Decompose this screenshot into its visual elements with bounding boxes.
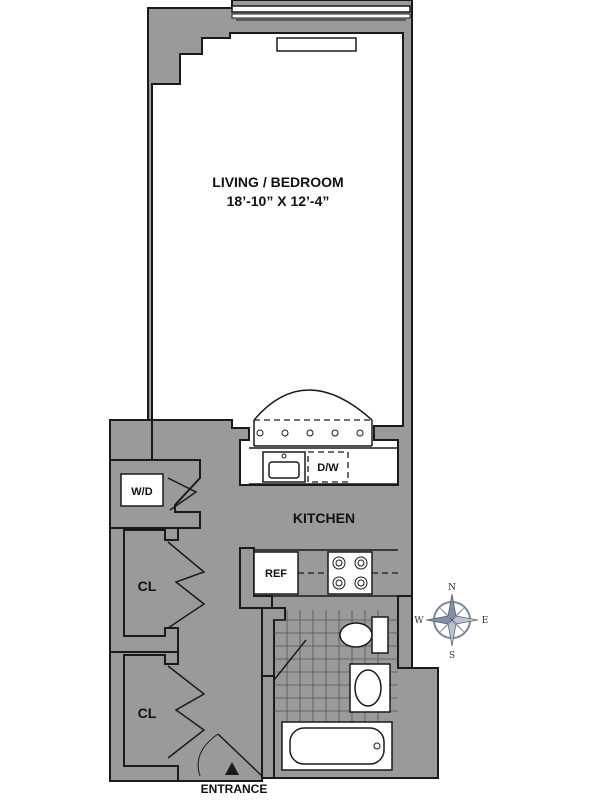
- burner-icon: [354, 556, 368, 570]
- closet-upper: CL: [138, 541, 206, 629]
- living-bedroom-dimensions: 18’-10” X 12’-4”: [227, 193, 330, 209]
- refrigerator-label: REF: [265, 568, 287, 580]
- compass-north-label: N: [448, 583, 456, 593]
- pendant-light: [306, 429, 314, 437]
- toilet-bowl-icon: [339, 622, 373, 648]
- entrance-door-leaf: [217, 733, 263, 777]
- burner-inner-icon: [335, 579, 343, 587]
- washer-dryer-closet: W/D: [120, 473, 198, 511]
- faucet-icon: [281, 453, 287, 459]
- compass-east-label: E: [482, 616, 489, 626]
- bath-door-leaf: [273, 639, 307, 681]
- entrance-door-swing: [197, 733, 219, 777]
- dishwasher-label: D/W: [317, 462, 339, 474]
- living-bedroom: LIVING / BEDROOM 18’-10” X 12’-4”: [212, 174, 343, 209]
- closet-wall-lower: [109, 651, 179, 782]
- sink-basin-icon: [268, 461, 300, 479]
- burner-icon: [332, 576, 346, 590]
- bathtub-basin-icon: [289, 727, 385, 765]
- pendant-light: [256, 429, 264, 437]
- dishwasher-outline: [307, 451, 349, 483]
- burner-inner-icon: [357, 579, 365, 587]
- entrance: ENTRANCE: [197, 733, 268, 796]
- window-frame-inner: [231, 13, 411, 19]
- closet-upper-label: CL: [138, 578, 157, 594]
- pendant-light: [281, 429, 289, 437]
- wd-bifold-door: [167, 477, 198, 511]
- kitchen: D/W KITCHEN REF: [249, 389, 398, 597]
- peninsula-arc: [253, 389, 373, 421]
- closet-lower: CL: [138, 665, 206, 759]
- bath-wall-lower-left: [261, 675, 275, 779]
- compass-needle-nw: [438, 606, 453, 621]
- bathroom: [273, 610, 398, 771]
- bathtub-drain-icon: [373, 742, 381, 750]
- bath-sink-icon: [354, 669, 382, 707]
- entrance-arrow-icon: [225, 762, 239, 775]
- closet-lower-bifold-door: [167, 665, 206, 759]
- stove-icon: [327, 551, 373, 595]
- kitchen-label: KITCHEN: [293, 510, 355, 526]
- bath-wall-right: [397, 595, 413, 669]
- refrigerator-icon: [253, 551, 299, 595]
- toilet-tank-icon: [371, 616, 389, 654]
- entrance-label: ENTRANCE: [201, 782, 268, 796]
- burner-icon: [332, 556, 346, 570]
- burner-icon: [354, 576, 368, 590]
- compass-rose-icon: N S E W: [414, 583, 488, 661]
- pendant-light: [331, 429, 339, 437]
- compass-west-label: W: [414, 616, 424, 626]
- radiator: [276, 37, 357, 52]
- living-bedroom-label: LIVING / BEDROOM: [212, 174, 343, 190]
- closet-upper-bifold-door: [167, 541, 206, 629]
- washer-dryer-icon: [120, 473, 164, 507]
- compass-south-label: S: [449, 651, 455, 661]
- closet-lower-label: CL: [138, 705, 157, 721]
- pendant-light: [356, 429, 364, 437]
- window-frame-top: [231, 5, 411, 13]
- burner-inner-icon: [335, 559, 343, 567]
- burner-inner-icon: [357, 559, 365, 567]
- washer-dryer-label: W/D: [131, 486, 152, 498]
